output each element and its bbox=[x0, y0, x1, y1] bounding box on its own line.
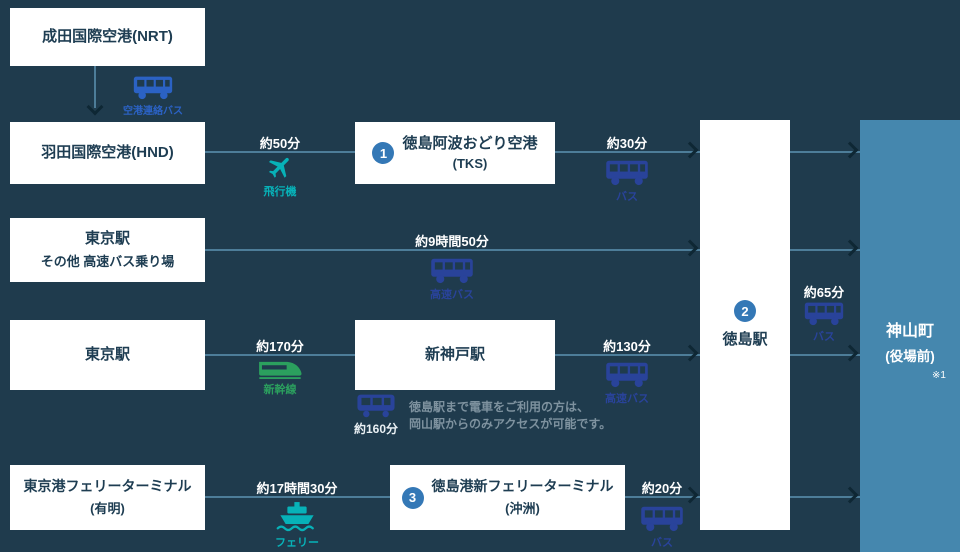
route-line-tokyo-shinkobe bbox=[205, 354, 355, 356]
route-line-port-station bbox=[625, 496, 700, 498]
arrow-right-icon bbox=[681, 141, 699, 159]
bus-mode: バス bbox=[640, 504, 684, 550]
shinkansen-icon bbox=[257, 360, 303, 379]
mode-label: バス bbox=[813, 331, 835, 343]
route-line-busstop-station bbox=[205, 249, 700, 251]
mode-label: フェリー bbox=[275, 537, 319, 549]
node-kamiyama-destination: 神山町 (役場前) ※1 bbox=[860, 120, 960, 552]
airplane-icon bbox=[266, 153, 294, 181]
arrow-right-icon bbox=[841, 486, 859, 504]
highway-bus-mode: 高速バス bbox=[605, 360, 649, 406]
duration-label: 約50分 bbox=[259, 136, 301, 151]
note-line1: 徳島駅まで電車をご利用の方は、 bbox=[409, 400, 590, 414]
node-tokyo-bus-stop: 東京駅 その他 高速バス乗り場 bbox=[10, 218, 205, 282]
mode-label: 空港連絡バス bbox=[123, 106, 183, 117]
bus-mode: バス bbox=[804, 300, 844, 344]
node-tokushima-station: 2 徳島駅 bbox=[700, 120, 790, 530]
node-label: 東京駅 bbox=[84, 229, 130, 247]
node-tokyo-station: 東京駅 bbox=[10, 320, 205, 390]
airplane-mode: 飛行機 bbox=[264, 153, 297, 199]
node-label: 徳島阿波おどり空港 bbox=[402, 134, 538, 152]
node-sublabel: (沖洲) bbox=[505, 501, 540, 517]
note-line2: 岡山駅からのみアクセスが可能です。 bbox=[409, 417, 612, 431]
node-label: 東京駅 bbox=[84, 345, 130, 363]
node-haneda-airport: 羽田国際空港(HND) bbox=[10, 122, 205, 184]
route-line-airport-station bbox=[555, 151, 700, 153]
duration-label: 約9時間50分 bbox=[415, 234, 489, 249]
node-sublabel: その他 高速バス乗り場 bbox=[40, 254, 175, 270]
step-badge-3: 3 bbox=[401, 486, 424, 509]
mode-label: 高速バス bbox=[430, 289, 474, 301]
mode-label: バス bbox=[616, 191, 638, 203]
mode-label: 新幹線 bbox=[263, 384, 297, 396]
arrow-right-icon bbox=[841, 344, 859, 362]
duration-label: 約20分 bbox=[641, 481, 683, 496]
route-line-station-kamiyama bbox=[790, 151, 860, 153]
bus-icon bbox=[605, 360, 649, 388]
mode-label: 高速バス bbox=[605, 393, 649, 405]
step-badge-1: 1 bbox=[372, 142, 395, 164]
node-sublabel: (有明) bbox=[90, 501, 125, 517]
node-label: 新神戸駅 bbox=[424, 345, 485, 363]
arrow-right-icon bbox=[681, 239, 699, 257]
route-line-nrt-hnd bbox=[94, 66, 96, 108]
node-label: 東京港フェリーターミナル bbox=[23, 477, 192, 494]
node-shin-kobe-station: 新神戸駅 bbox=[355, 320, 555, 390]
node-label: 徳島港新フェリーターミナル bbox=[431, 477, 614, 494]
arrow-right-icon bbox=[841, 239, 859, 257]
footnote-marker: ※1 bbox=[932, 370, 946, 381]
ferry-mode: フェリー bbox=[275, 501, 319, 550]
arrow-right-icon bbox=[681, 486, 699, 504]
highway-bus-mode: 高速バス bbox=[430, 256, 474, 302]
shinkansen-mode: 新幹線 bbox=[257, 360, 303, 397]
duration-label: 約17時間30分 bbox=[256, 481, 338, 496]
node-narita-airport: 成田国際空港(NRT) bbox=[10, 8, 205, 66]
node-label: 成田国際空港(NRT) bbox=[42, 27, 173, 45]
duration-label: 約130分 bbox=[603, 339, 651, 354]
arrow-down-icon bbox=[86, 98, 104, 116]
bus-icon bbox=[605, 158, 649, 186]
destination-sublabel: (役場前) bbox=[885, 349, 935, 364]
node-label: 徳島駅 bbox=[722, 331, 768, 349]
bus-icon bbox=[133, 74, 173, 100]
route-line-hnd-airport bbox=[205, 151, 355, 153]
bus-icon bbox=[804, 300, 844, 326]
mode-label: 飛行機 bbox=[263, 186, 297, 198]
node-tokushima-airport: 1 徳島阿波おどり空港 (TKS) bbox=[355, 122, 555, 184]
destination-label: 神山町 bbox=[885, 323, 934, 340]
route-line-ferryterminal-port bbox=[205, 496, 390, 498]
step-badge-2: 2 bbox=[734, 300, 756, 323]
node-label: 羽田国際空港(HND) bbox=[41, 143, 174, 161]
train-icon bbox=[356, 393, 396, 418]
duration-label: 約30分 bbox=[606, 136, 648, 151]
airport-bus-mode: 空港連絡バス bbox=[123, 74, 183, 117]
bus-icon bbox=[640, 504, 684, 532]
duration-label: 約170分 bbox=[256, 339, 304, 354]
bus-icon bbox=[430, 256, 474, 284]
arrow-right-icon bbox=[841, 141, 859, 159]
mode-label: バス bbox=[651, 537, 673, 549]
ferry-icon bbox=[276, 501, 318, 532]
arrow-right-icon bbox=[681, 344, 699, 362]
route-line-shinkobe-station bbox=[555, 354, 700, 356]
route-line-station-kamiyama bbox=[790, 496, 860, 498]
node-sublabel: (TKS) bbox=[452, 156, 488, 172]
duration-label: 約65分 bbox=[803, 285, 845, 300]
route-line-station-kamiyama bbox=[790, 249, 860, 251]
route-line-station-kamiyama bbox=[790, 354, 860, 356]
node-tokushima-port: 3 徳島港新フェリーターミナル (沖洲) bbox=[390, 465, 625, 530]
train-access-note: 徳島駅まで電車をご利用の方は、 岡山駅からのみアクセスが可能です。 bbox=[409, 399, 611, 433]
node-tokyo-ferry-terminal: 東京港フェリーターミナル (有明) bbox=[10, 465, 205, 530]
bus-mode: バス bbox=[605, 158, 649, 204]
duration-label: 約160分 bbox=[353, 422, 399, 436]
local-train-mode: 約160分 bbox=[354, 393, 398, 437]
